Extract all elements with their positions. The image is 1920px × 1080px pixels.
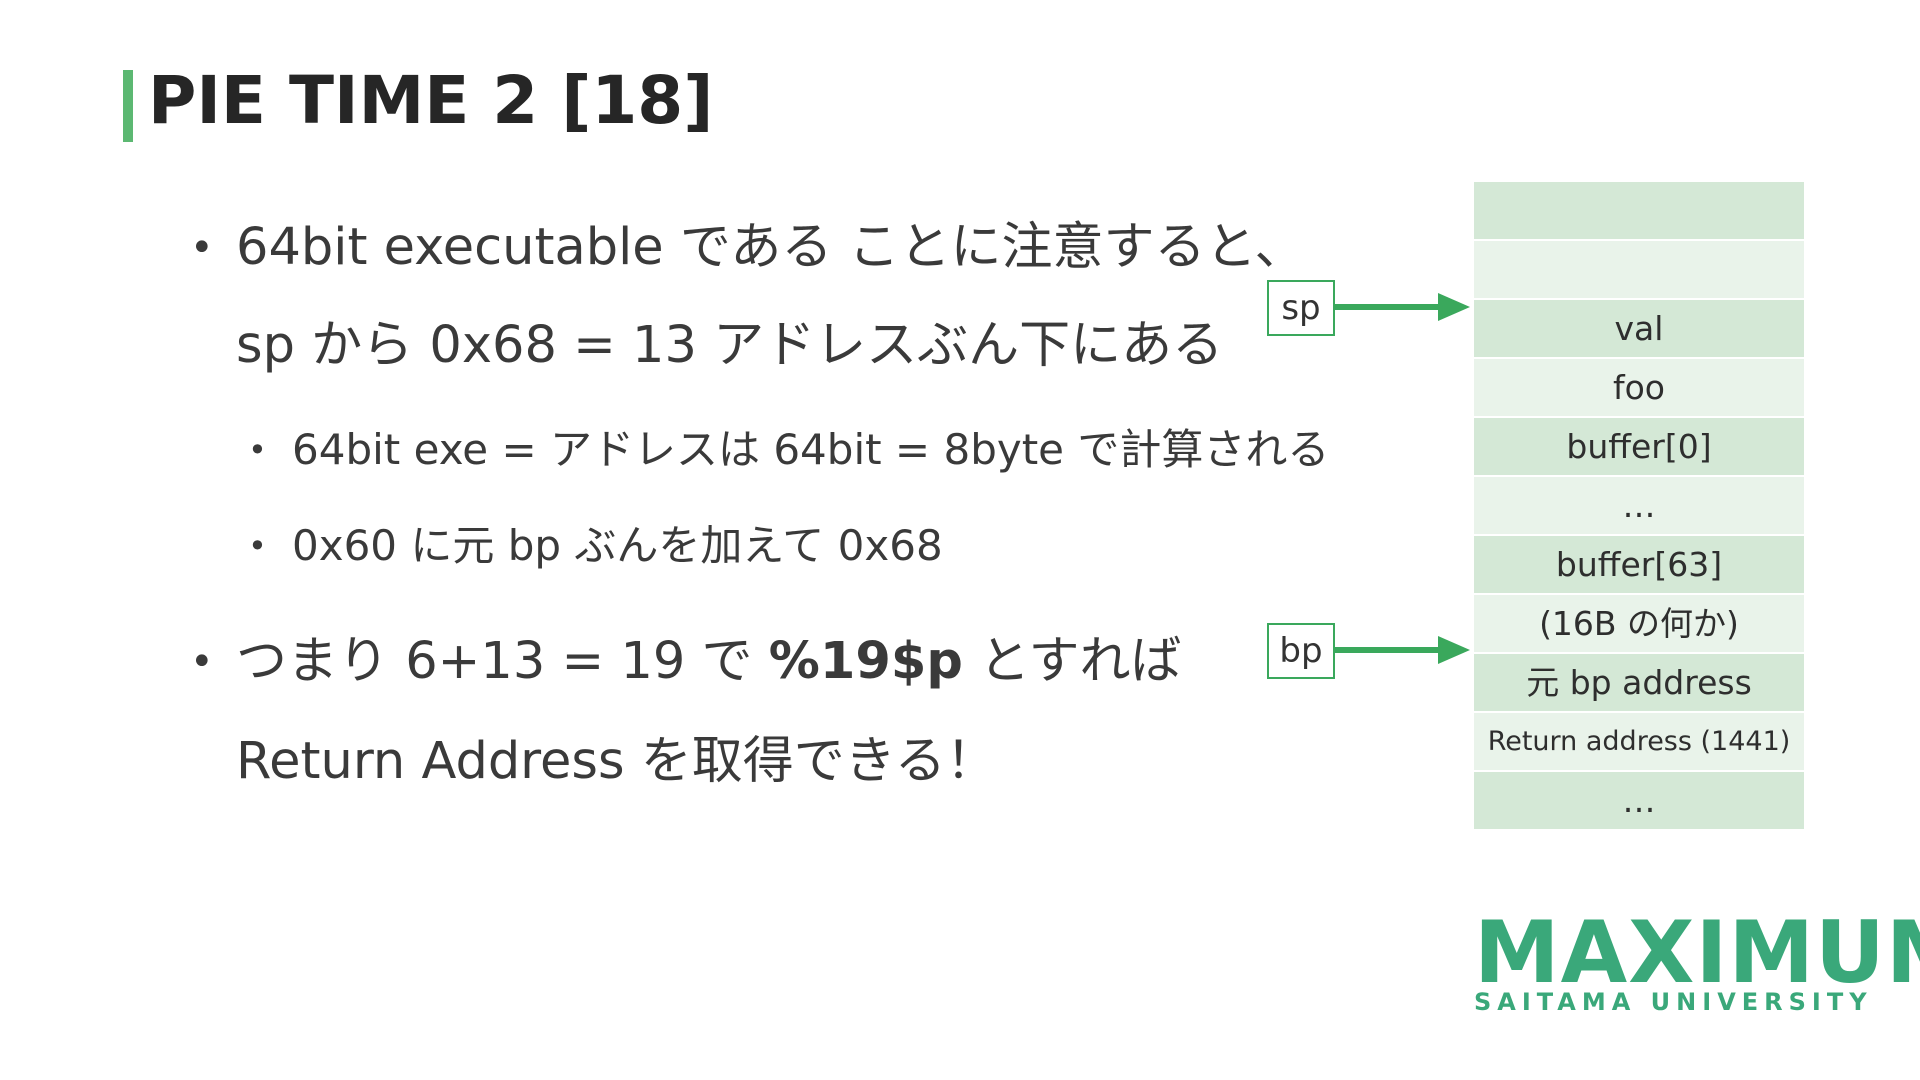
sub-bullet-1: • 64bit exe = アドレスは 64bit = 8byte で計算される — [248, 420, 1329, 480]
bp-pointer-label: bp — [1267, 623, 1335, 679]
sub-bullet-2-text: 0x60 に元 bp ぶんを加えて 0x68 — [292, 521, 943, 570]
maximum-logo: MAXIMUM SAITAMA UNIVERSITY — [1474, 903, 1920, 1018]
bullet-2-line-2: Return Address を取得できる！ — [190, 712, 1270, 812]
bullet-2-text-post: とすれば — [962, 632, 1182, 691]
stack-cell-padding: (16B の何か) — [1474, 595, 1804, 652]
title-accent-bar — [123, 70, 133, 142]
bullet-1-text-continued: sp から 0x68 = 13 アドレスぶん下にある — [236, 316, 1224, 375]
bullet-2-text-continued: Return Address を取得できる！ — [236, 732, 997, 791]
stack-cell-saved-bp: 元 bp address — [1474, 654, 1804, 711]
format-string-highlight: %19$p — [768, 632, 963, 691]
logo-name: MAXIMUM — [1474, 903, 1920, 1003]
bullet-1-line-2: sp から 0x68 = 13 アドレスぶん下にある — [190, 296, 1270, 396]
bullet-2-text-pre: つまり 6+13 = 19 で — [236, 632, 769, 691]
sub-bullet-dot: • — [248, 527, 267, 565]
stack-cell-val: val — [1474, 300, 1804, 357]
stack-cell-ellipsis: … — [1474, 772, 1804, 829]
stack-cell-ellipsis: … — [1474, 477, 1804, 534]
bullet-dot: • — [190, 639, 214, 685]
stack-cell-empty — [1474, 182, 1804, 239]
stack-cell-buffer-0: buffer[0] — [1474, 418, 1804, 475]
stack-cell-buffer-63: buffer[63] — [1474, 536, 1804, 593]
bullet-1-text: 64bit executable である ことに注意すると、 — [236, 218, 1306, 277]
bullet-1-line-1: • 64bit executable である ことに注意すると、 — [190, 198, 1306, 298]
sub-bullet-dot: • — [248, 431, 267, 469]
stack-cell-foo: foo — [1474, 359, 1804, 416]
stack-cell-empty — [1474, 241, 1804, 298]
slide-title: PIE TIME 2 [18] — [148, 62, 714, 139]
stack-cell-return-address: Return address (1441) — [1474, 713, 1804, 770]
sp-arrow-icon — [1334, 293, 1470, 321]
sp-pointer-label: sp — [1267, 280, 1335, 336]
bullet-2-text: つまり 6+13 = 19 で %19$p とすれば — [236, 612, 1182, 712]
sub-bullet-1-text: 64bit exe = アドレスは 64bit = 8byte で計算される — [292, 425, 1330, 474]
sub-bullet-2: • 0x60 に元 bp ぶんを加えて 0x68 — [248, 516, 1308, 576]
stack-diagram: val foo buffer[0] … buffer[63] (16B の何か)… — [1474, 182, 1804, 831]
logo-subtitle: SAITAMA UNIVERSITY — [1474, 988, 1873, 1016]
bp-arrow-icon — [1334, 636, 1470, 664]
bullet-2-line-1: • つまり 6+13 = 19 で %19$p とすれば — [190, 612, 1270, 712]
bullet-dot: • — [190, 225, 214, 271]
